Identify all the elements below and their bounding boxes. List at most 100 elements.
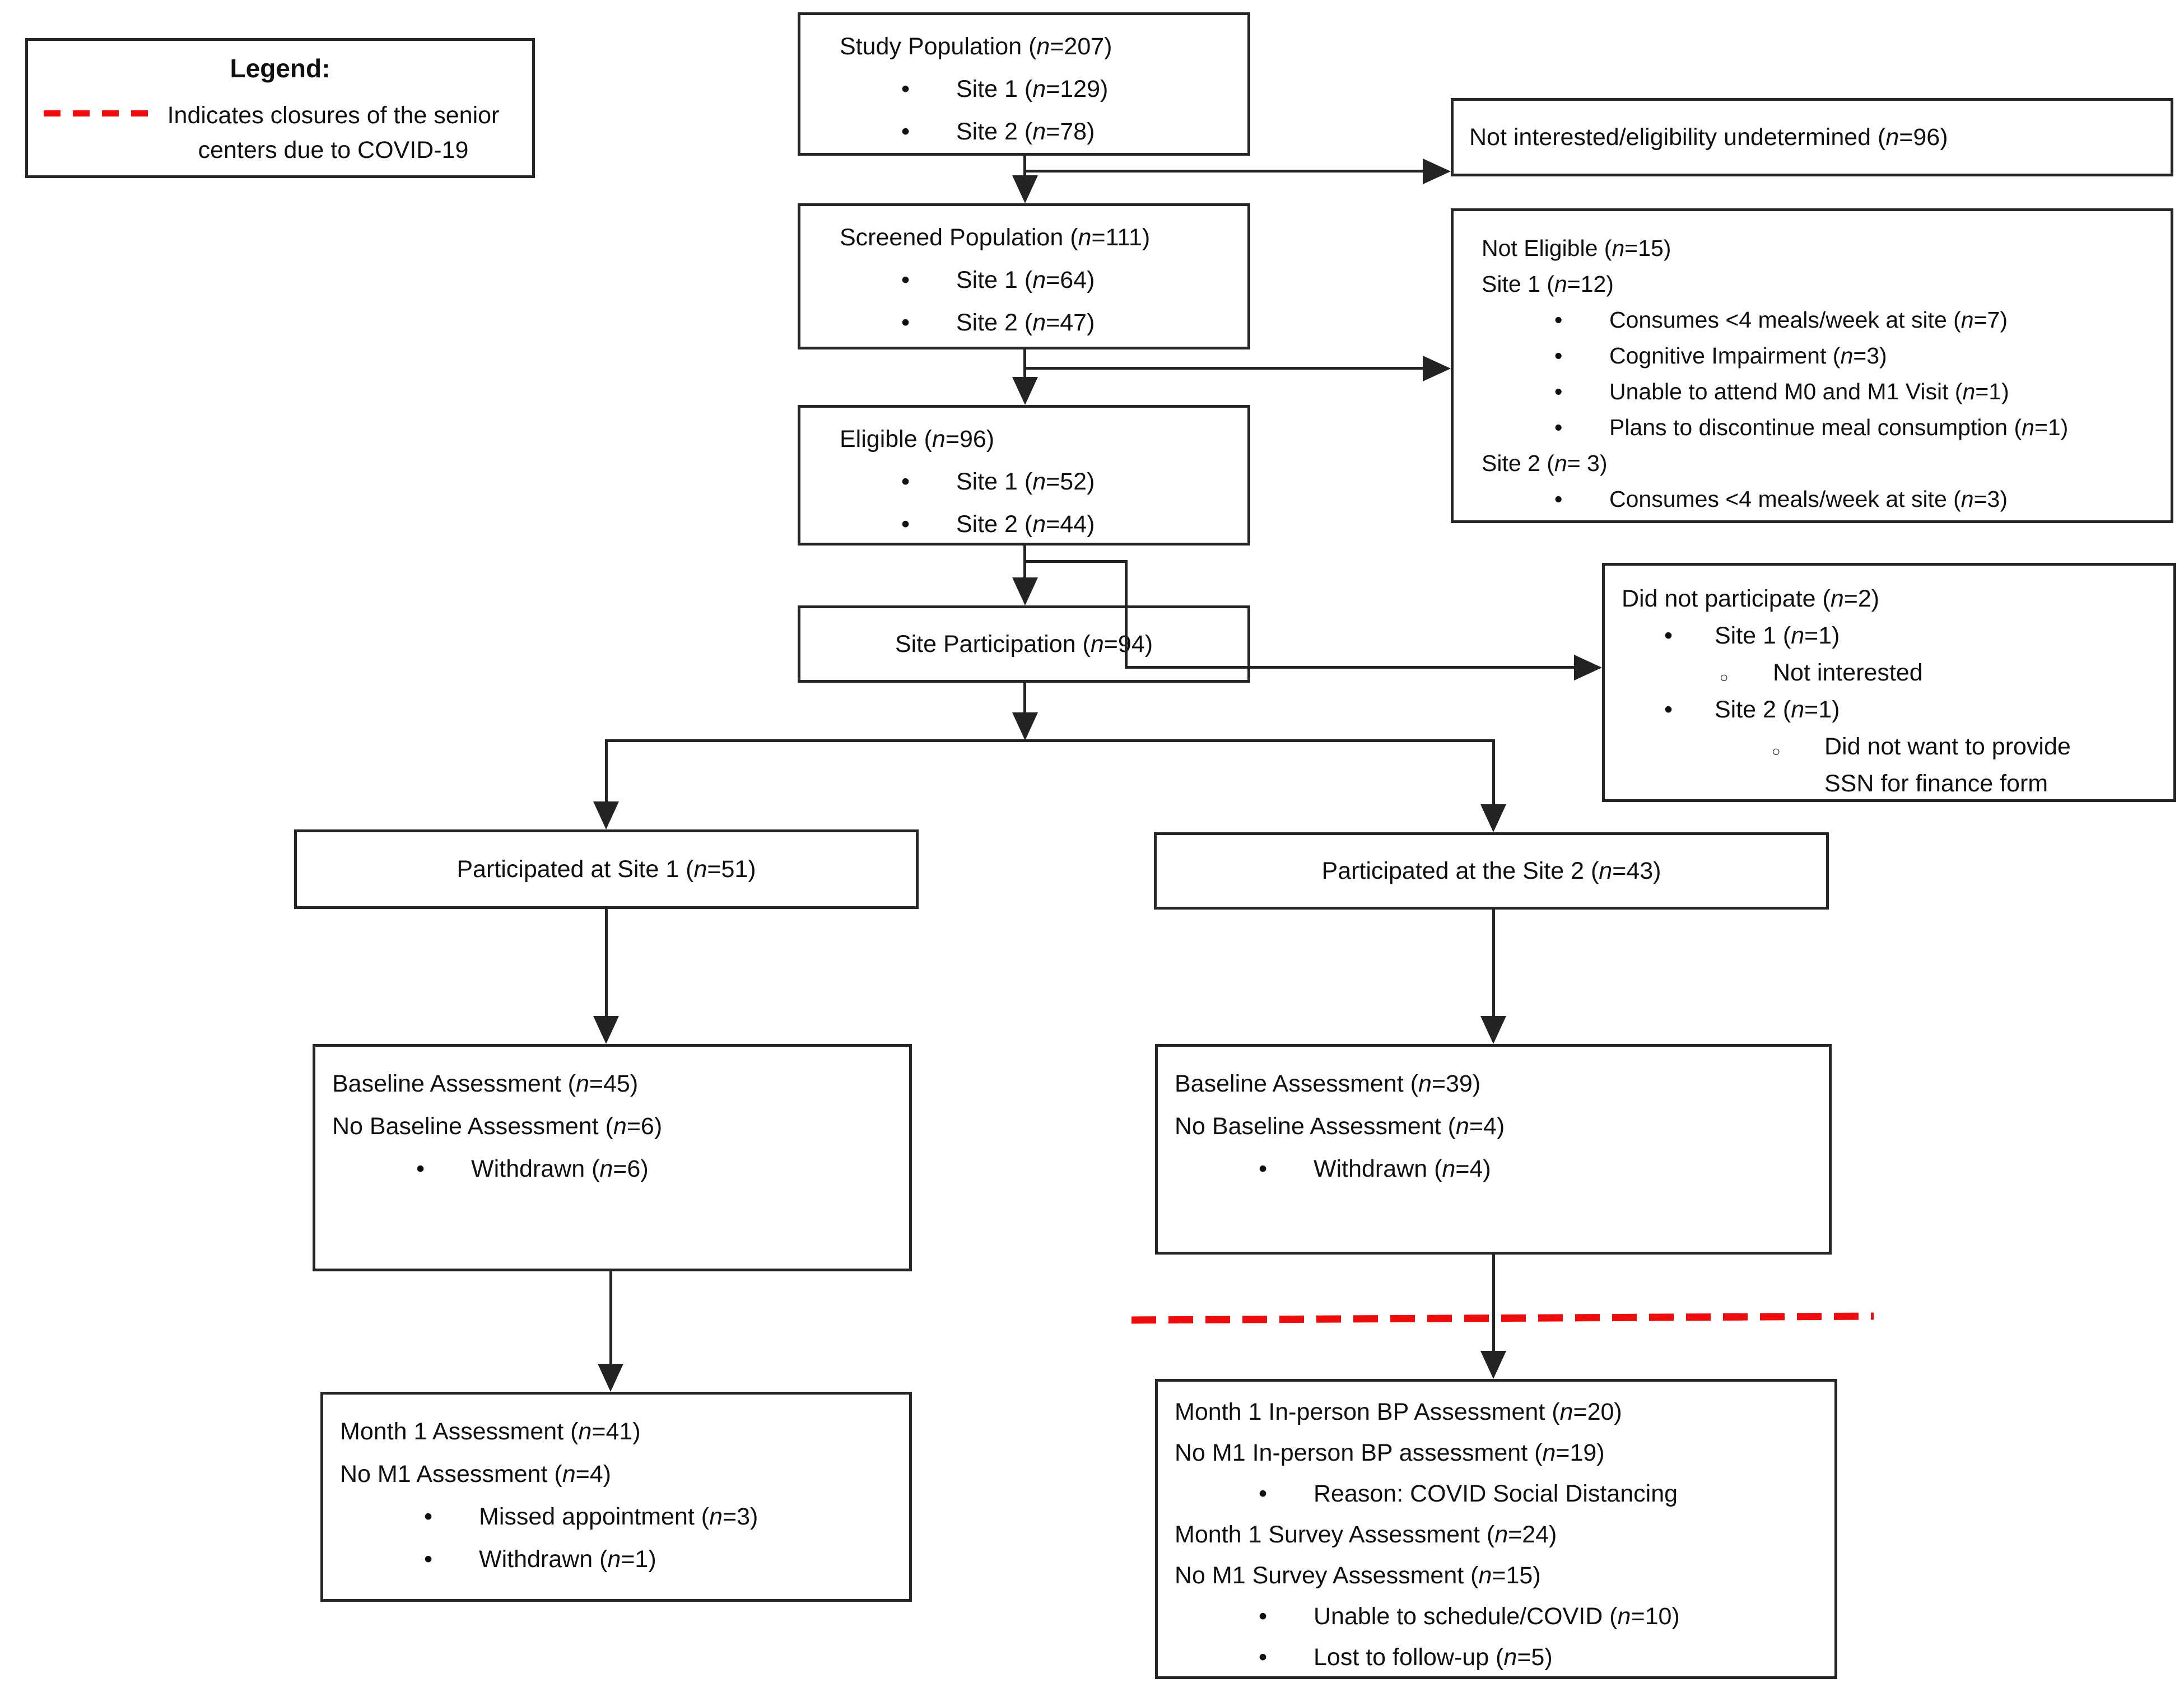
box-line: ○Not interested — [1605, 654, 2173, 691]
line-text: Site 1 (n=1) — [1715, 622, 1840, 649]
box-line: Site 1 (n=12) — [1454, 266, 2171, 302]
box-content: Baseline Assessment (n=45)No Baseline As… — [315, 1047, 909, 1190]
box-line: •Withdrawn (n=6) — [315, 1148, 909, 1190]
arrow-down-icon — [1480, 804, 1506, 832]
line-text: Consumes <4 meals/week at site (n=7) — [1609, 307, 2008, 333]
box-month1-site1: Month 1 Assessment (n=41) No M1 Assessmen… — [320, 1392, 912, 1602]
box-content: Baseline Assessment (n=39)No Baseline As… — [1158, 1047, 1829, 1190]
box-line: •Withdrawn (n=1) — [323, 1538, 909, 1581]
line-text: Site 2 (n=1) — [1715, 696, 1840, 723]
box-line: • Consumes <4 meals/week at site (n=7) — [1454, 302, 2171, 338]
red-dashed-covid-line — [1131, 1312, 1874, 1324]
box-baseline-site1: Baseline Assessment (n=45)No Baseline As… — [313, 1044, 912, 1271]
line-text: Site 2 (n=78) — [956, 118, 1095, 145]
arrow-right-icon — [1574, 655, 1602, 680]
line-text: Withdrawn (n=6) — [471, 1155, 649, 1182]
line-text: Unable to schedule/COVID (n=10) — [1314, 1603, 1680, 1630]
line-text: Cognitive Impairment (n=3) — [1609, 343, 1887, 369]
bullet-icon: • — [901, 468, 910, 495]
bullet-icon: • — [901, 267, 910, 293]
circle-bullet-icon: ○ — [1772, 744, 1781, 759]
arrow-down-icon — [1012, 577, 1038, 605]
line-text: Not Eligible (n=15) — [1482, 235, 1671, 261]
box-line: ○ Did not want to provide SSN for finance… — [1605, 728, 2173, 802]
arrow-right-icon — [1423, 356, 1451, 381]
box-eligible: Eligible (n=96)•Site 1 (n=52)•Site 2 (n=… — [798, 405, 1250, 546]
box-line: Month 1 In-person BP Assessment (n=20) — [1158, 1392, 1834, 1433]
line-text: Plans to discontinue meal consumption (n… — [1609, 414, 2069, 440]
line-text: Site 1 (n=52) — [956, 468, 1095, 495]
bullet-icon: • — [1554, 343, 1563, 369]
legend-text-line1: Indicates closures of the senior — [167, 102, 500, 129]
bullet-icon: • — [1259, 1644, 1268, 1671]
bullet-icon: • — [901, 118, 910, 145]
legend-text-line2: centers due to COVID-19 — [198, 137, 469, 164]
bullet-icon: • — [1664, 622, 1673, 649]
box-line: •Site 1 (n=129) — [800, 68, 1247, 110]
bullet-icon: • — [1259, 1480, 1268, 1507]
box-content: Month 1 In-person BP Assessment (n=20) No… — [1158, 1382, 1834, 1678]
box-line: • Site 1 (n=52) — [800, 460, 1247, 503]
connector-line — [1025, 560, 1128, 563]
line-text: No M1 Survey Assessment (n=15) — [1175, 1562, 1541, 1589]
connector-line — [1023, 546, 1026, 579]
box-content: Eligible (n=96)•Site 1 (n=52)•Site 2 (n=… — [800, 408, 1247, 546]
box-content: Study Population (n=207)•Site 1 (n=129)•… — [800, 15, 1247, 153]
box-line: No M1 In-person BP assessment (n=19) — [1158, 1433, 1834, 1474]
box-site-participation: Site Participation (n=94) — [798, 605, 1250, 683]
line-text: Month 1 Assessment (n=41) — [340, 1418, 641, 1445]
connector-line — [1125, 666, 1575, 669]
line-text: Site 2 (n= 3) — [1482, 450, 1608, 476]
line-text: No M1 Assessment (n=4) — [340, 1461, 611, 1488]
box-content: Not Eligible (n=15) Site 1 (n=12) • Consume… — [1454, 211, 2171, 517]
line-text: Did not want to provide SSN for finance … — [1824, 733, 2071, 797]
bullet-icon: • — [1554, 307, 1563, 333]
box-month1-site2: Month 1 In-person BP Assessment (n=20) No… — [1155, 1379, 1837, 1679]
connector-line — [1023, 683, 1026, 714]
box-line: Site 2 (n= 3) — [1454, 445, 2171, 481]
box-line: •Lost to follow-up (n=5) — [1158, 1637, 1834, 1678]
box-label: Site Participation (n=94) — [895, 630, 1153, 658]
line-text: Consumes <4 meals/week at site (n=3) — [1609, 486, 2008, 512]
line-text: Screened Population (n=111) — [840, 224, 1151, 251]
box-label: Not interested/eligibility undetermined … — [1469, 123, 1948, 151]
box-line: • Unable to attend M0 and M1 Visit (n=1) — [1454, 374, 2171, 409]
bullet-icon: • — [424, 1503, 433, 1530]
bullet-icon: • — [1259, 1155, 1268, 1182]
box-not-eligible: Not Eligible (n=15) Site 1 (n=12) • Consume… — [1451, 208, 2173, 523]
arrow-down-icon — [593, 1016, 619, 1044]
box-line: No Baseline Assessment (n=6) — [315, 1105, 909, 1148]
connector-line — [1025, 170, 1424, 173]
bullet-icon: • — [1664, 696, 1673, 723]
bullet-icon: • — [901, 309, 910, 336]
red-dashed-sample-icon — [44, 110, 150, 116]
connector-line — [1492, 739, 1495, 805]
connector-line — [1125, 560, 1128, 669]
line-text: Withdrawn (n=1) — [479, 1546, 656, 1573]
connector-line — [605, 739, 608, 803]
line-text: Eligible (n=96) — [840, 426, 995, 453]
bullet-icon: • — [901, 76, 910, 102]
box-line: • Cognitive Impairment (n=3) — [1454, 338, 2171, 374]
arrow-down-icon — [1480, 1016, 1506, 1044]
line-text: Month 1 In-person BP Assessment (n=20) — [1175, 1398, 1622, 1425]
arrow-down-icon — [1012, 377, 1038, 405]
box-line: •Reason: COVID Social Distancing — [1158, 1474, 1834, 1514]
connector-line — [1492, 910, 1495, 1017]
box-line: Eligible (n=96) — [800, 418, 1247, 460]
box-line: • Consumes <4 meals/week at site (n=3) — [1454, 481, 2171, 517]
line-text: No M1 In-person BP assessment (n=19) — [1175, 1439, 1605, 1466]
connector-line — [609, 1271, 612, 1364]
connector-line — [1023, 349, 1026, 379]
line-text: Unable to attend M0 and M1 Visit (n=1) — [1609, 379, 2009, 404]
box-label: Participated at Site 1 (n=51) — [457, 855, 756, 883]
box-line: • Site 2 (n=1) — [1605, 691, 2173, 728]
line-text: Site 1 (n=12) — [1482, 271, 1614, 297]
box-line: Month 1 Assessment (n=41) — [323, 1410, 909, 1453]
bullet-icon: • — [1554, 486, 1563, 512]
line-text: Site 2 (n=47) — [956, 309, 1095, 336]
bullet-icon: • — [1554, 379, 1563, 404]
arrow-down-icon — [593, 801, 619, 829]
connector-line — [1025, 367, 1424, 370]
